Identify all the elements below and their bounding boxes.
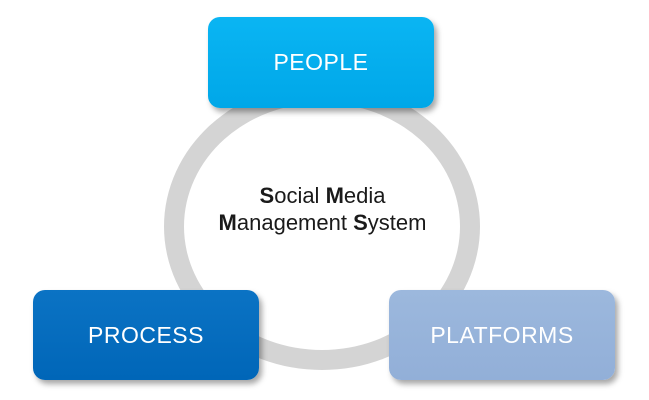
center-title-line-1: Social Media (150, 182, 495, 209)
center-title-word-rest: ocial (274, 183, 326, 208)
center-title-letter: S (353, 210, 368, 235)
center-title-word-rest: ystem (367, 210, 427, 235)
center-title-letter: S (259, 183, 275, 208)
center-title-letter: M (218, 210, 237, 235)
process-label: PROCESS (88, 321, 204, 348)
center-title: Social Media Management System (150, 182, 495, 236)
center-title-letter: M (325, 183, 344, 208)
center-title-line-2: Management System (150, 209, 495, 236)
process-box: PROCESS (33, 290, 259, 380)
people-box: PEOPLE (208, 17, 434, 108)
center-title-word-rest: anagement (236, 210, 354, 235)
center-title-word-rest: edia (343, 183, 386, 208)
people-label: PEOPLE (273, 49, 369, 75)
platforms-box: PLATFORMS (389, 290, 615, 380)
platforms-label: PLATFORMS (430, 321, 574, 348)
